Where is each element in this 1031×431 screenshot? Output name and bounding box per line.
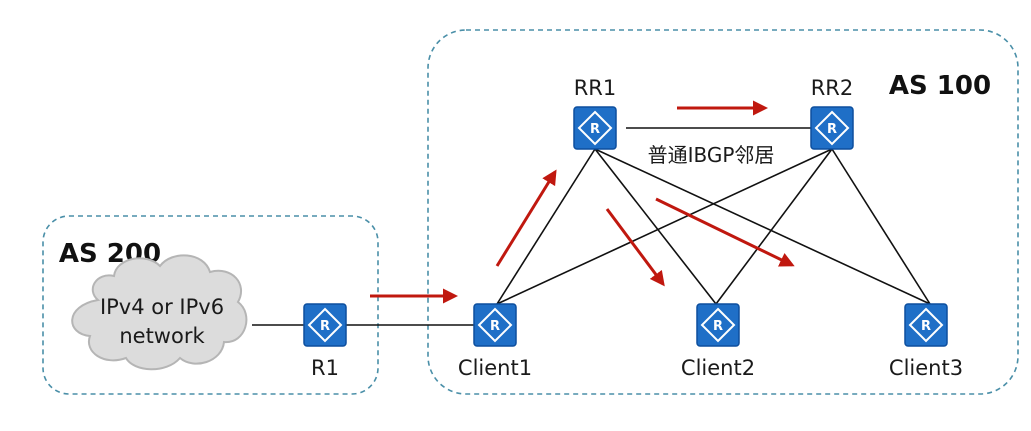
client1-router-icon: R <box>473 303 517 347</box>
link-rr1-client2 <box>594 148 717 305</box>
rr1-router-icon: R <box>573 106 617 150</box>
svg-text:R: R <box>490 319 500 334</box>
route-arrow-rr1-client2 <box>605 208 665 287</box>
client3-router-icon: R <box>904 303 948 347</box>
as100-region <box>427 29 1019 395</box>
link-rr2-client1 <box>496 148 833 305</box>
as100-label: AS 100 <box>889 71 991 101</box>
svg-text:R: R <box>827 122 837 137</box>
r1-label: R1 <box>311 356 339 380</box>
routers: R R R R R R <box>303 106 948 347</box>
link-rr2-client3 <box>831 148 931 305</box>
r1-router-icon: R <box>303 303 347 347</box>
svg-text:R: R <box>320 319 330 334</box>
cloud-label-line2: network <box>119 324 205 348</box>
ibgp-peer-label: 普通IBGP邻居 <box>648 143 775 167</box>
svg-text:R: R <box>921 319 931 334</box>
svg-text:R: R <box>713 319 723 334</box>
link-rr1-client3 <box>594 148 931 305</box>
rr2-label: RR2 <box>811 76 854 100</box>
link-rr2-client2 <box>715 148 833 305</box>
cloud-icon <box>71 254 248 371</box>
client2-router-icon: R <box>696 303 740 347</box>
rr2-router-icon: R <box>810 106 854 150</box>
client1-label: Client1 <box>458 356 532 380</box>
as200-region <box>42 215 379 395</box>
svg-text:R: R <box>590 122 600 137</box>
client2-label: Client2 <box>681 356 755 380</box>
route-arrow-rr1-client3 <box>655 197 795 267</box>
link-rr1-client1 <box>496 148 596 305</box>
client3-label: Client3 <box>889 356 963 380</box>
rr1-label: RR1 <box>574 76 617 100</box>
route-arrow-client1-rr1 <box>495 169 557 267</box>
route-flow-arrows <box>370 100 795 304</box>
links <box>252 127 931 326</box>
cloud-label-line1: IPv4 or IPv6 <box>100 295 224 319</box>
